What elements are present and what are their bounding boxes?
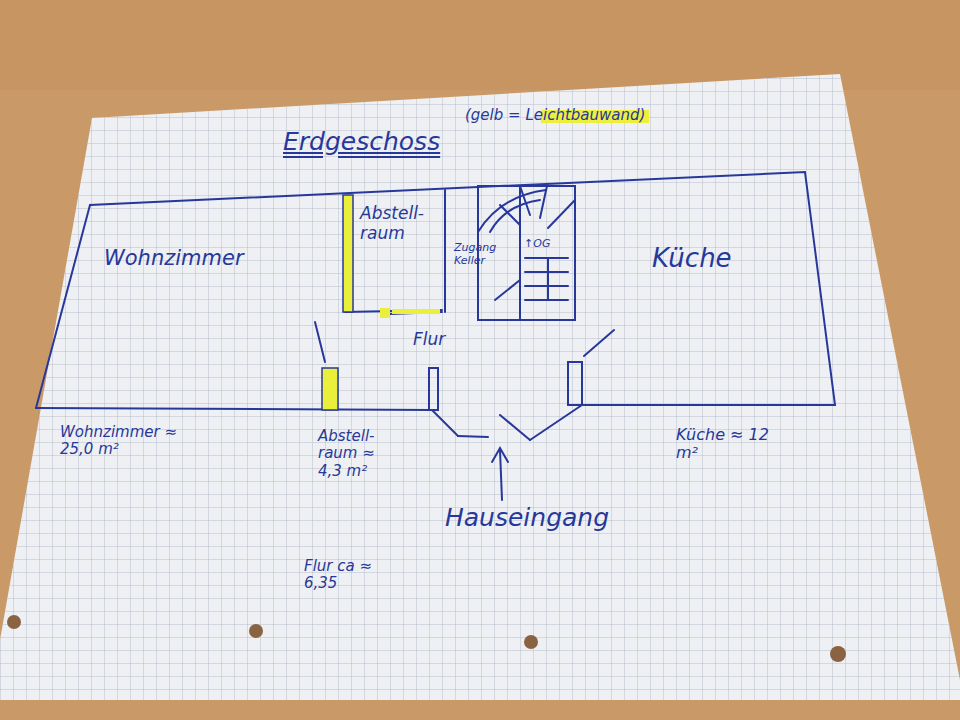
legend-text: (gelb = Leichtbauwand) <box>465 106 645 124</box>
area-note: Küche ≈ 12 m² <box>676 426 786 463</box>
area-note: Flur ca ≈ 6,35 <box>304 558 394 593</box>
room-name: Flur <box>413 330 473 350</box>
stair-note: ↑OG <box>524 238 568 251</box>
room-name: Abstell- raum <box>360 204 438 243</box>
area-note: Abstell- raum ≈ 4,3 m² <box>318 428 390 480</box>
room-name: Wohnzimmer <box>104 246 304 270</box>
room-name: Küche <box>652 244 802 274</box>
plan-title: Erdgeschoss <box>283 128 440 157</box>
room-name: Zugang Keller <box>454 242 506 267</box>
legend-entry: (gelb = Leichtbauwand) <box>465 106 645 124</box>
area-note: Wohnzimmer ≈ 25,0 m² <box>60 424 180 459</box>
entrance-label: Hauseingang <box>445 504 645 533</box>
room-box: Abstell- raum <box>356 200 442 248</box>
